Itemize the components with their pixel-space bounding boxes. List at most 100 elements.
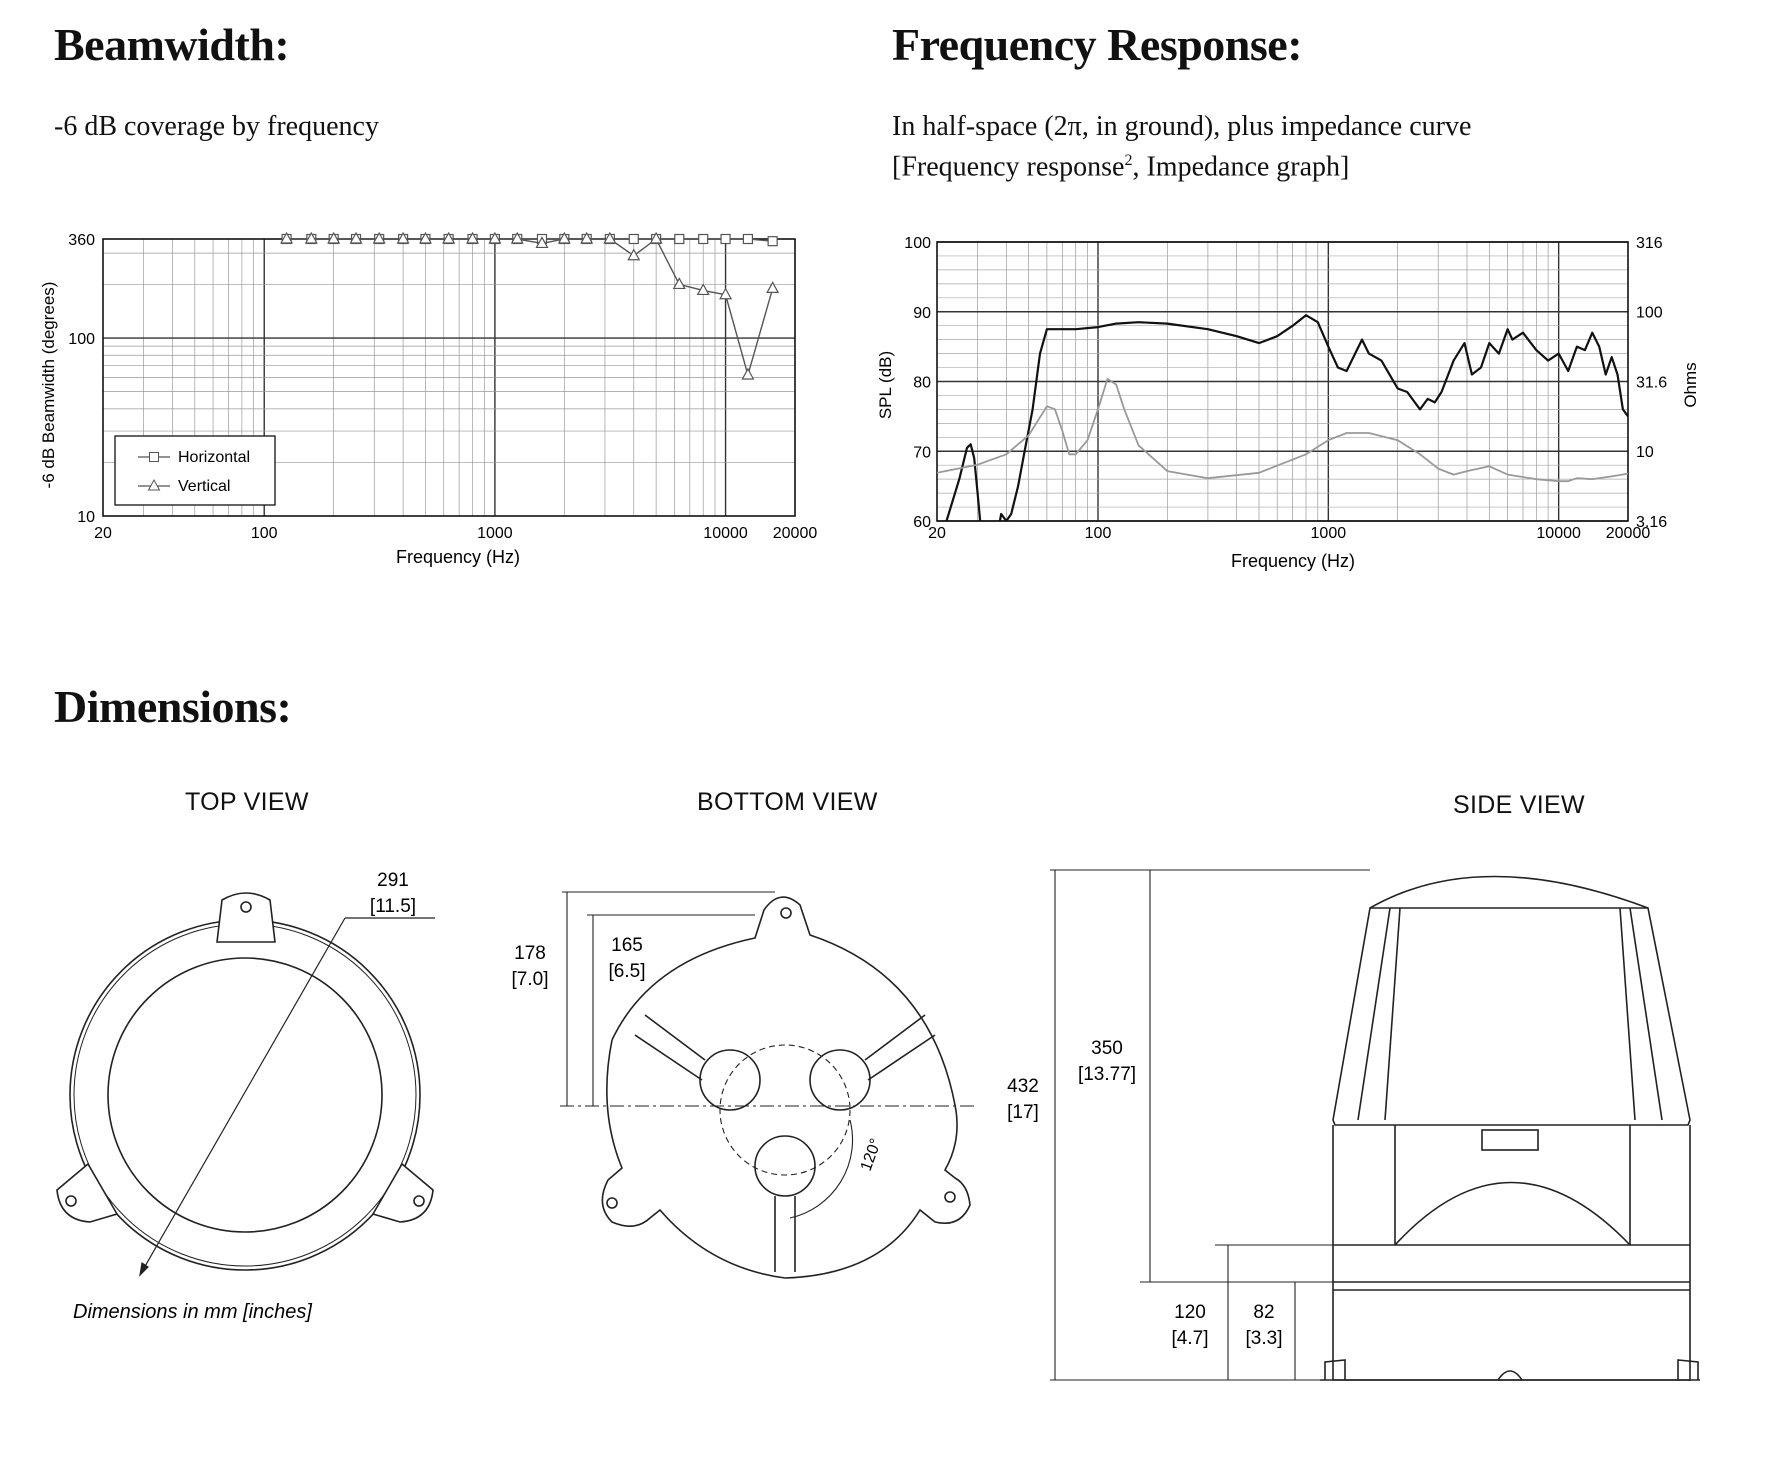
side-view-label: SIDE VIEW: [1453, 791, 1585, 819]
dimensions-heading: Dimensions:: [54, 681, 292, 732]
beamwidth-y-axis-label: -6 dB Beamwidth (degrees): [39, 282, 58, 489]
side-dim-432-mm: 432: [1007, 1076, 1039, 1097]
side-dim-350-in: [13.77]: [1078, 1064, 1136, 1085]
frequency-response-y-tick-label: 100: [904, 235, 931, 252]
beamwidth-point-vertical: [627, 248, 641, 261]
side-dim-82-in: [3.3]: [1246, 1328, 1283, 1349]
bottom-outline-lower: [601, 1039, 971, 1279]
bottom-dim-165-in: [6.5]: [609, 961, 646, 982]
frequency-response-y-tick-label: 80: [913, 375, 931, 392]
beamwidth-point-vertical: [580, 231, 594, 244]
beamwidth-x-tick-label: 100: [251, 525, 278, 542]
frequency-response-series: [937, 314, 1628, 521]
beamwidth-point-vertical: [349, 231, 363, 244]
beamwidth-heading: Beamwidth:: [54, 19, 290, 70]
side-dim-82-mm: 82: [1253, 1302, 1274, 1323]
beamwidth-point-vertical: [280, 231, 294, 244]
frequency-response-x-tick-label: 20: [928, 525, 946, 542]
side-dim-120-in: [4.7]: [1172, 1328, 1209, 1349]
frequency-response-y2-tick-label: 31.6: [1636, 375, 1667, 392]
beamwidth-point-vertical: [442, 231, 456, 244]
beamwidth-point-vertical: [557, 231, 571, 244]
beamwidth-point-vertical: [396, 231, 410, 244]
bottom-view-label: BOTTOM VIEW: [697, 788, 878, 816]
bottom-dim-178-in: [7.0]: [512, 969, 549, 990]
beamwidth-point-vertical: [327, 231, 341, 244]
beamwidth-series-line: [286, 237, 774, 378]
beamwidth-y-tick-label: 360: [68, 232, 95, 249]
beamwidth-point-horizontal: [674, 233, 685, 245]
beamwidth-point-vertical: [603, 231, 617, 244]
top-grille: [107, 957, 383, 1233]
beamwidth-point-vertical: [696, 283, 710, 296]
beamwidth-point-vertical: [766, 281, 780, 293]
beamwidth-y-tick-label: 100: [68, 331, 95, 348]
side-dim-350-mm: 350: [1091, 1038, 1123, 1059]
beamwidth-point-vertical: [649, 231, 663, 244]
side-horn: [1394, 1181, 1631, 1246]
beamwidth-point-vertical: [719, 287, 733, 300]
bottom-port-right: [809, 1049, 871, 1111]
subtitle-part-b: , Impedance graph]: [1132, 151, 1350, 183]
beamwidth-point-vertical: [488, 231, 502, 244]
beamwidth-point-horizontal: [742, 233, 754, 245]
frequency-response-x-tick-label: 10000: [1536, 525, 1581, 542]
beamwidth-point-vertical: [741, 367, 755, 380]
beamwidth-point-vertical: [372, 231, 386, 244]
frequency-response-subtitle-line1: In half-space (2π, in ground), plus impe…: [892, 111, 1472, 142]
frequency-response-y2-tick-label: 316: [1636, 235, 1663, 252]
bottom-dim-178-mm: 178: [514, 943, 546, 964]
frequency-response-plot-frame: [936, 241, 1629, 522]
side-dim-120-mm: 120: [1174, 1302, 1206, 1323]
beamwidth-x-tick-label: 20000: [773, 525, 818, 542]
beamwidth-y-tick-label: 10: [77, 509, 95, 526]
top-mount-tab-top: [216, 892, 276, 943]
spl-curve: [945, 314, 1628, 521]
frequency-response-x-axis-label: Frequency (Hz): [1231, 551, 1355, 571]
bottom-outline-upper: [611, 896, 956, 1106]
frequency-response-x-tick-label: 20000: [1606, 525, 1651, 542]
side-upper-body: [1332, 907, 1691, 1126]
dimensions-note: Dimensions in mm [inches]: [73, 1301, 312, 1323]
beamwidth-point-vertical: [535, 236, 549, 249]
beamwidth-x-tick-label: 10000: [703, 525, 748, 542]
frequency-response-grid: [936, 241, 1629, 522]
subtitle-part-a: [Frequency response: [892, 151, 1125, 183]
bottom-angle-arc: [789, 1119, 854, 1219]
beamwidth-legend-box: [114, 435, 276, 506]
bottom-dim-165-mm: 165: [611, 935, 643, 956]
frequency-response-y-tick-label: 70: [913, 444, 931, 461]
side-dim-432-in: [17]: [1007, 1102, 1039, 1123]
top-diameter-mm: 291: [377, 870, 409, 891]
beamwidth-x-tick-label: 20: [94, 525, 112, 542]
beamwidth-point-vertical: [304, 231, 318, 244]
beamwidth-subtitle: -6 dB coverage by frequency: [54, 111, 379, 142]
beamwidth-point-horizontal: [628, 233, 639, 245]
side-lower-body: [1332, 1125, 1691, 1381]
frequency-response-heading: Frequency Response:: [892, 19, 1303, 70]
beamwidth-point-vertical: [672, 277, 686, 290]
beamwidth-point-horizontal: [698, 233, 709, 245]
frequency-response-y2-axis-label: Ohms: [1681, 362, 1700, 407]
beamwidth-series: [280, 231, 780, 380]
impedance-curve: [937, 377, 1628, 483]
bottom-bolt-circle: [719, 1044, 851, 1176]
frequency-response-subtitle: In half-space (2π, in ground), plus impe…: [892, 110, 1471, 184]
beamwidth-point-horizontal: [720, 233, 731, 245]
beamwidth-x-axis-label: Frequency (Hz): [396, 547, 520, 567]
top-view-label: TOP VIEW: [185, 788, 309, 816]
beamwidth-point-vertical: [418, 231, 432, 244]
frequency-response-y-axis-label: SPL (dB): [876, 351, 895, 419]
subtitle-footnote: 2: [1124, 152, 1133, 169]
top-diameter-in: [11.5]: [370, 896, 416, 917]
frequency-response-y2-tick-label: 3.16: [1636, 514, 1667, 531]
bottom-port-center: [754, 1135, 816, 1197]
top-mount-tab-left: [56, 1162, 119, 1223]
top-mount-tab-right: [371, 1162, 434, 1223]
